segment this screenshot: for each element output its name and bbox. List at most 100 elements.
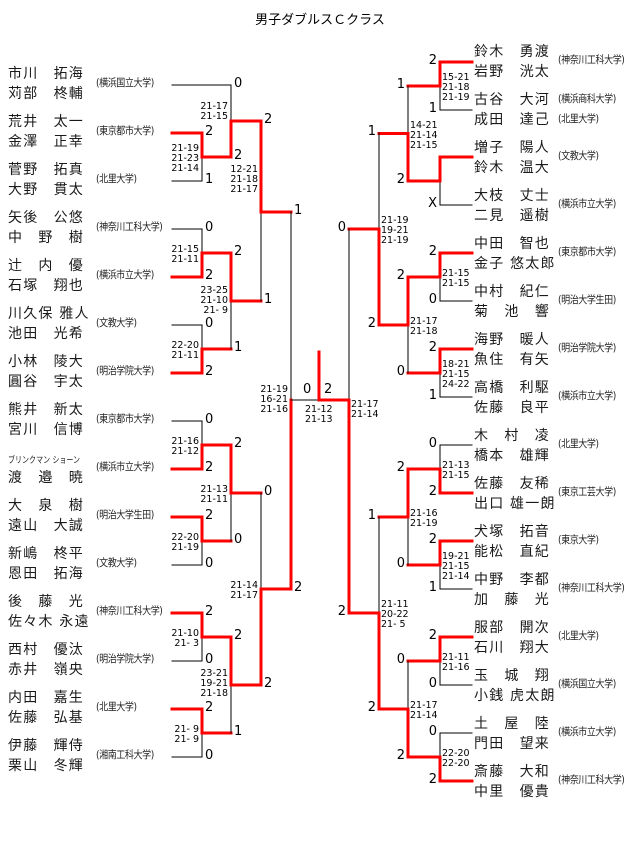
match-score: 0 [428,292,437,307]
player-name: 川久保 雅人 [8,306,90,322]
match-score: 0 [428,676,437,691]
player-name: 佐々木 永遠 [8,614,90,630]
match-score: 2 [205,508,214,523]
team-school: (東京工芸大学) [558,486,616,498]
team-school: (文教大学) [96,557,137,569]
team-school: (神奈川工科大学) [558,774,625,786]
player-name: 圓谷 宇太 [8,374,84,390]
match-score: 0 [205,748,214,763]
team-school: (東京大学) [558,534,599,546]
game-score: 21-14 [410,129,438,141]
player-name: 成田 達己 [474,112,550,128]
game-score: 21-19 [260,384,288,395]
match-score: 2 [234,436,243,451]
game-score: 18-21 [442,359,470,370]
team-school: (横浜市立大学) [558,726,616,738]
player-name: 栗山 冬輝 [8,758,84,774]
team-school: (横浜市立大学) [96,269,154,281]
match-score: 2 [396,172,405,187]
game-score: 21-19 [381,215,409,226]
team-school: (横浜市立大学) [558,390,616,402]
match-score: 0 [234,76,243,91]
team-school: (横浜市立大学) [558,198,616,210]
team-school: (明治大学生田) [558,294,616,306]
player-name: 大枝 丈士 [474,188,550,204]
match-score: 2 [396,748,405,763]
match-score: 1 [428,580,437,595]
player-name: 犬塚 拓音 [474,524,550,540]
game-score: 21-23 [171,153,199,164]
player-name: 中里 優貴 [474,784,550,800]
player-name: 内田 嘉生 [8,690,84,706]
player-name: 中野 李都 [474,572,550,588]
game-score: 21-11 [442,652,470,663]
game-score: 21-11 [381,599,409,610]
player-name: 遠山 大誠 [8,518,84,534]
game-score: 21-13 [442,460,470,471]
game-score: 21-15 [171,244,199,255]
match-score: 2 [367,316,376,331]
match-score: 2 [205,700,214,715]
game-score: 21-19 [442,92,470,103]
match-score: 2 [428,772,437,787]
player-name: 高橋 利駆 [474,380,550,396]
match-score: 0 [396,652,405,667]
game-score: 21-11 [200,494,228,505]
game-score: 21-15 [442,268,470,279]
match-score: 0 [428,724,437,739]
game-score: 21-17 [410,700,438,711]
player-name: 土 屋 陸 [474,716,550,732]
team-school: (北里大学) [558,630,599,642]
game-score: 21-10 [200,295,228,306]
player-name: 海野 暖人 [474,332,550,348]
player-name: 岩野 洸太 [474,64,550,80]
page-title: 男子ダブルスＣクラス [255,13,385,28]
match-score: 2 [428,53,437,68]
match-score: 2 [205,124,214,139]
game-score: 21-11 [171,350,199,361]
game-score: 21-19 [171,542,199,553]
team-school: (神奈川工科大学) [558,582,625,594]
game-score: 21-18 [442,82,470,93]
player-name: 宮川 信博 [8,422,84,438]
game-score: 21-11 [171,254,199,265]
game-score: 21- 5 [381,619,406,630]
player-name: 鈴木 温大 [474,160,550,176]
match-score: 2 [294,580,303,595]
game-score: 15-21 [442,72,470,83]
game-score: 21-17 [200,101,228,112]
match-score: 1 [205,172,214,187]
match-score: 0 [396,556,405,571]
game-score: 21-16 [171,436,199,447]
player-name: 池田 光希 [8,326,84,342]
player-name: 伊藤 輝侍 [8,738,84,754]
match-score: 0 [205,412,214,427]
game-score: 21-15 [442,561,470,572]
player-name: 熊井 新太 [8,402,84,418]
game-score: 21-14 [442,571,470,582]
game-score: 21-13 [305,414,333,425]
match-score: 2 [234,244,243,259]
match-score: 1 [234,340,243,355]
team-school: (東京都市大学) [96,413,154,425]
player-name: 能松 直紀 [474,544,550,560]
match-score: 0 [264,484,273,499]
player-name: 中田 智也 [474,236,550,252]
team-school: (明治学院大学) [96,653,154,665]
game-score: 22-20 [171,340,199,351]
player-name: 小林 陵大 [8,354,84,370]
game-score: 21-15 [442,278,470,289]
player-name: 苅部 柊輔 [8,86,84,102]
match-score: 1 [234,724,243,739]
game-score: 21-19 [171,143,199,154]
player-name: 大野 貫太 [8,182,84,198]
player-name: 赤井 嶺央 [8,662,84,678]
game-score: 21-14 [230,580,258,591]
game-score: 21-19 [410,518,438,529]
player-name: 佐藤 友稀 [474,476,550,492]
